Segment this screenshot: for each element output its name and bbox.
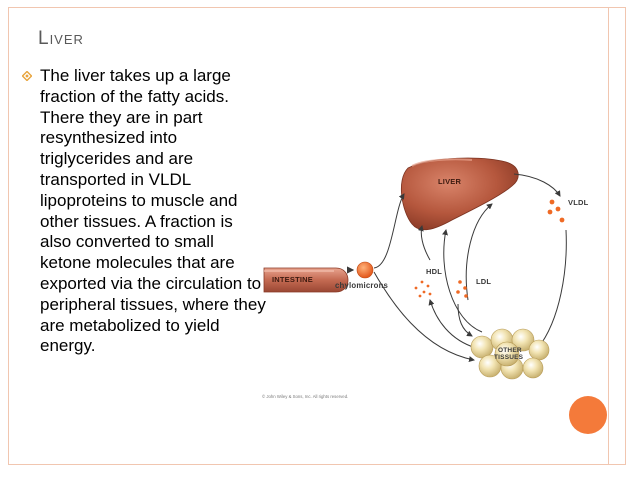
slide-title: Liver — [38, 28, 84, 49]
intestine-organ — [263, 267, 349, 293]
label-chylomicrons: chylomicrons — [335, 281, 389, 290]
diagram-artwork — [263, 157, 567, 380]
ldl-particles — [456, 280, 468, 298]
lipid-transport-diagram: LIVER VLDL INTESTINE chylomicrons HDL LD… — [262, 150, 614, 405]
accent-circle — [569, 396, 607, 434]
hdl-particles — [414, 280, 432, 298]
label-other: OTHER — [498, 347, 522, 354]
slide-side-rule — [608, 7, 609, 465]
label-liver: LIVER — [438, 177, 462, 186]
slide-border — [8, 7, 626, 465]
chylomicron-particle — [356, 261, 374, 279]
vldl-particles — [547, 199, 565, 223]
label-tissues: TISSUES — [494, 354, 524, 361]
label-hdl: HDL — [426, 267, 443, 276]
label-vldl: VLDL — [568, 198, 589, 207]
image-copyright: © John Wiley & Sons, Inc. All rights res… — [262, 394, 349, 399]
label-ldl: LDL — [476, 277, 492, 286]
other-tissues-cells — [470, 328, 550, 380]
liver-organ — [401, 157, 519, 231]
bullet-icon — [22, 71, 32, 81]
bullet-text: The liver takes up a large fraction of t… — [40, 66, 266, 356]
label-intestine: INTESTINE — [272, 275, 313, 284]
